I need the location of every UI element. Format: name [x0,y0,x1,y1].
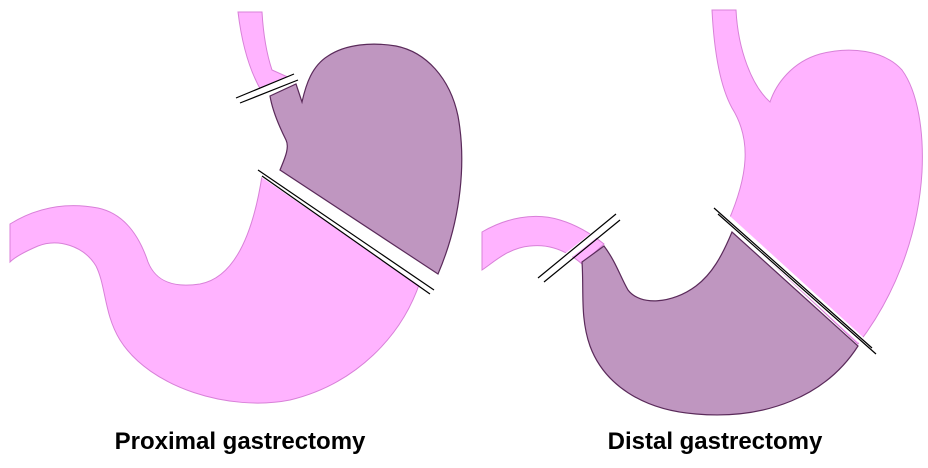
proximal-gastrectomy-caption: Proximal gastrectomy [80,428,400,456]
proximal-gastrectomy-figure [10,12,462,403]
distal-gastrectomy-caption: Distal gastrectomy [555,428,875,456]
distal-gastrectomy-figure [482,10,922,415]
